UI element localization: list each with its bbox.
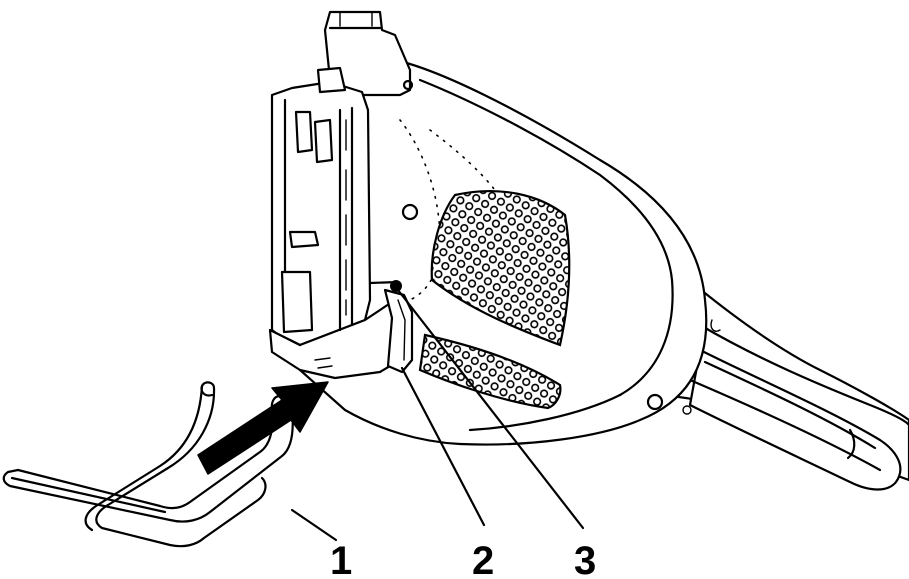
- callout-label-3: 3: [574, 539, 596, 579]
- callout-label-1: 1: [330, 539, 352, 579]
- vent-grille-upper: [430, 189, 571, 347]
- leader-line-1: [290, 508, 338, 542]
- wire-bracket-part-1: [2, 381, 294, 548]
- callout-label-2: 2: [472, 539, 494, 579]
- vent-grille-lower: [418, 333, 562, 410]
- front-plate: [268, 66, 407, 380]
- leader-lines: [290, 288, 585, 542]
- leader-line-2: [400, 366, 486, 527]
- leader-line-3: [396, 288, 585, 530]
- handle-shaft: [638, 238, 909, 491]
- insertion-arrow-icon: [197, 381, 329, 475]
- button-part-3: [390, 280, 402, 292]
